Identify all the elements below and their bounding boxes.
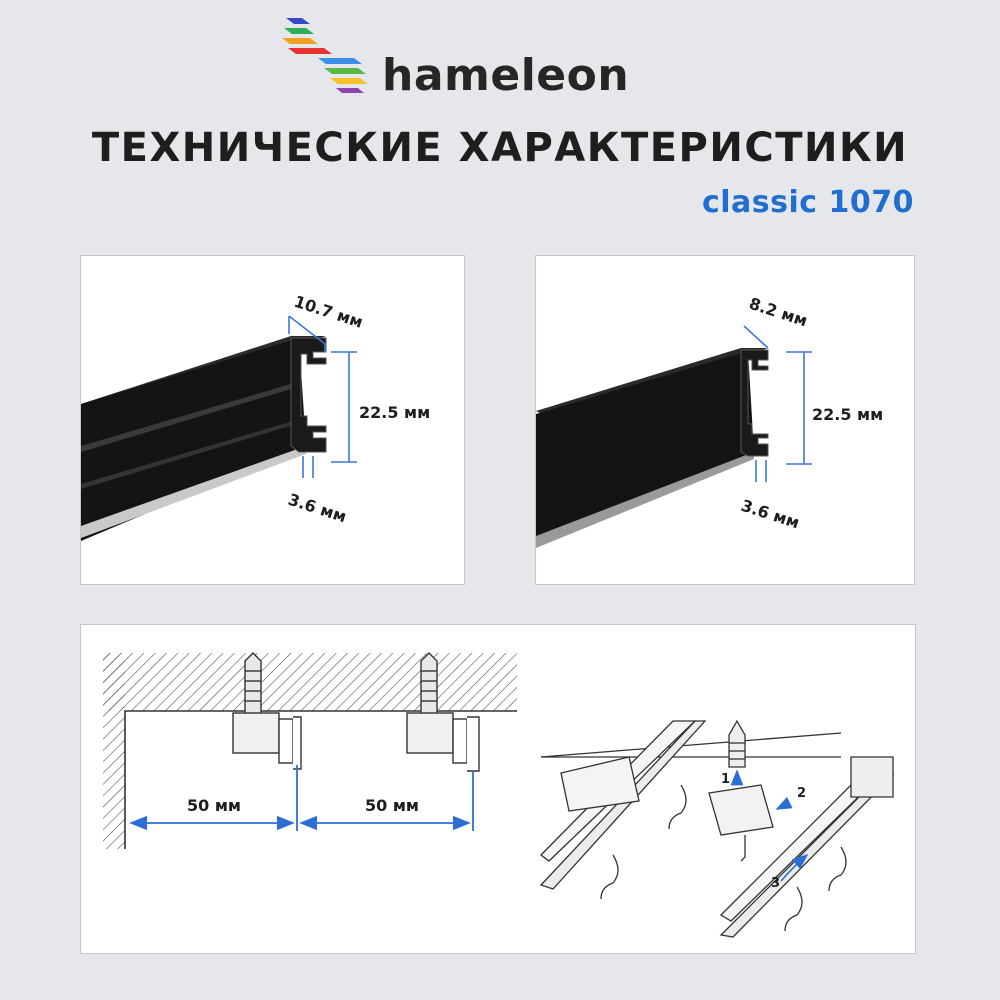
profile-drawing-narrow: 8.2 мм 22.5 мм 3.6 мм (536, 294, 883, 548)
logo-stripe (318, 58, 362, 64)
logo-stripe (284, 28, 314, 34)
model-label: classic 1070 (701, 185, 914, 220)
mounting-bracket (232, 652, 302, 770)
installation-panel: 50 мм 50 мм (80, 624, 916, 954)
rail-front-face (536, 351, 754, 546)
step-2-label: 2 (797, 786, 806, 801)
rail-end-profile (290, 337, 327, 453)
logo-stripe (336, 88, 364, 93)
profile-drawing-wide: 10.7 мм 22.5 мм 3.6 мм (81, 292, 430, 541)
logo-stripe (330, 78, 368, 84)
spacing-dimension-lines (129, 765, 474, 831)
dimension-height: 22.5 мм (359, 403, 430, 422)
brand-name: hameleon (382, 50, 630, 101)
ceiling-wall-section (103, 653, 517, 849)
logo-stripe (324, 68, 366, 74)
brand-header: hameleon (280, 14, 700, 104)
dimension-width: 8.2 мм (747, 294, 810, 331)
rail-bottom-highlight (536, 452, 754, 548)
rail-front-face (81, 338, 306, 541)
rail-groove-line (81, 381, 301, 452)
rail-groove-line (81, 418, 303, 489)
logo-stripe (288, 48, 332, 54)
profile-panel-wide: 10.7 мм 22.5 мм 3.6 мм (80, 255, 465, 585)
step-arrows (730, 769, 809, 882)
dimension-height: 22.5 мм (812, 405, 883, 424)
mounting-bracket (406, 652, 480, 772)
page-title: ТЕХНИЧЕСКИЕ ХАРАКТЕРИСТИКИ (91, 125, 909, 171)
dimension-slot: 3.6 мм (739, 496, 802, 533)
logo-stripe (282, 38, 318, 44)
isometric-installation-sketch (539, 719, 895, 938)
dimension-slot: 3.6 мм (286, 490, 349, 527)
rail-end-profile (740, 349, 769, 457)
logo-stripe (286, 18, 310, 24)
step-1-label: 1 (721, 772, 730, 787)
dimension-lines (288, 315, 357, 478)
rail-bottom-highlight (81, 446, 306, 538)
hameleon-logo-icon (282, 18, 368, 93)
bracket-spacing-label: 50 мм (365, 796, 419, 815)
wall-offset-label: 50 мм (187, 796, 241, 815)
step-3-label: 3 (771, 876, 780, 891)
installation-drawing: 50 мм 50 мм (103, 652, 895, 938)
profile-panel-narrow: 8.2 мм 22.5 мм 3.6 мм (535, 255, 915, 585)
dimension-lines (743, 325, 812, 482)
